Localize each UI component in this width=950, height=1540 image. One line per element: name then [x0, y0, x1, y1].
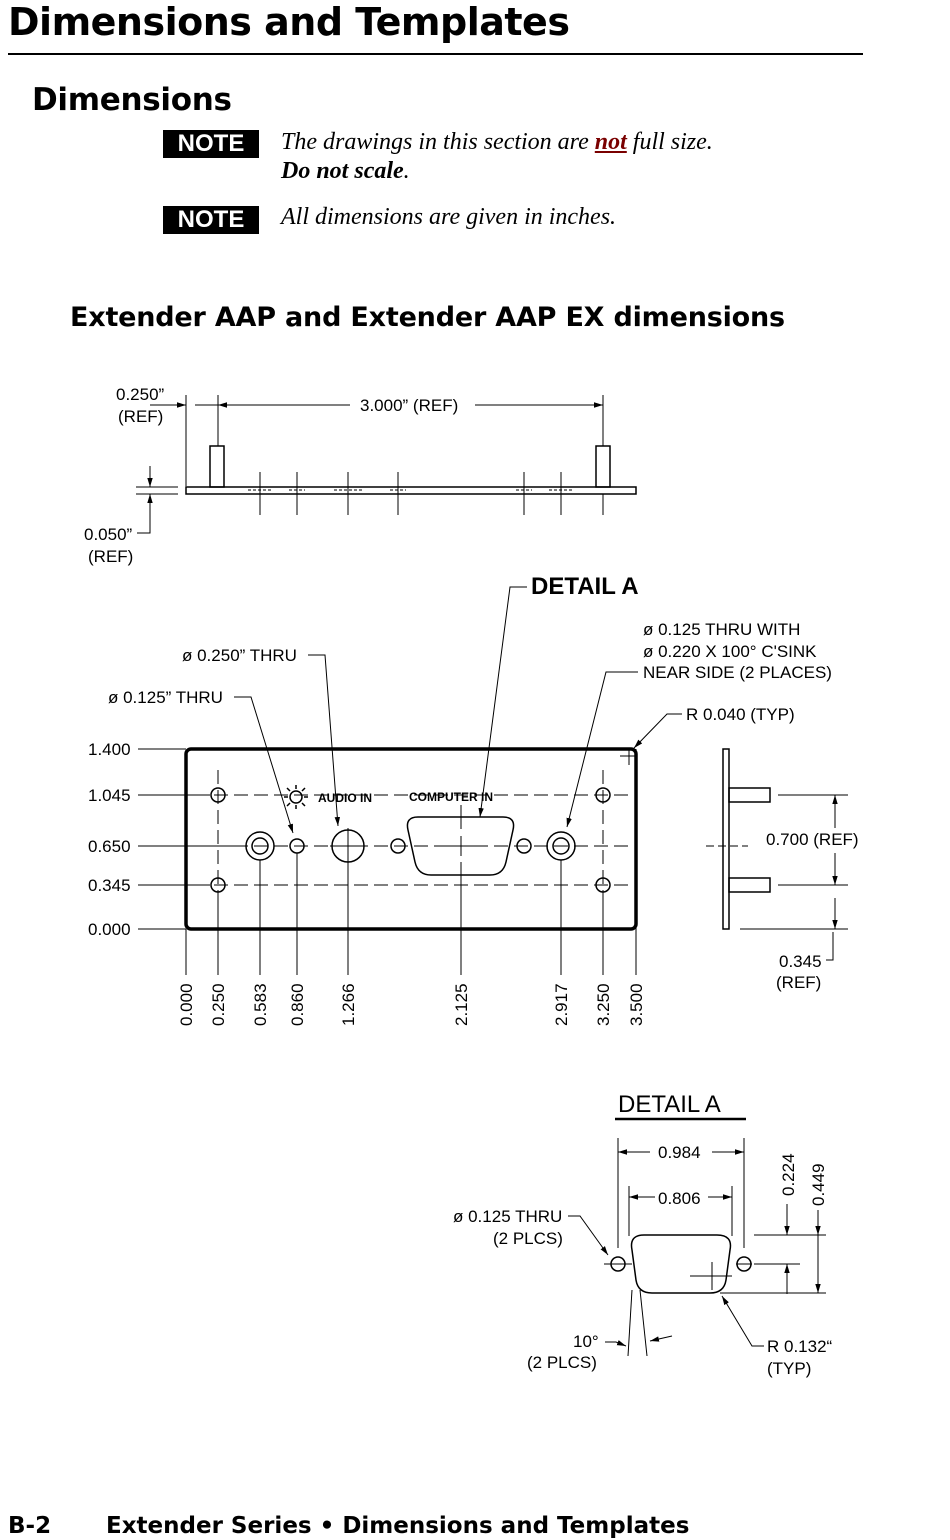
note-badge: NOTE: [163, 206, 259, 234]
x-dimension-label: 1.266: [339, 983, 358, 1026]
dim-label: (REF): [118, 407, 163, 426]
x-dimension-label: 3.500: [627, 983, 646, 1026]
dim-label: (REF): [776, 973, 821, 992]
edge-view: [706, 748, 848, 961]
dim-label: 0.345: [779, 952, 822, 971]
brightness-icon: [284, 785, 308, 809]
note-badge: NOTE: [163, 130, 259, 158]
detail-a-hole-label: ø 0.125 THRU: [453, 1207, 562, 1226]
x-dimension-label: 3.250: [594, 983, 613, 1026]
x-dimension-label: 0.250: [209, 983, 228, 1026]
detail-callout: DETAIL A: [531, 573, 639, 600]
x-dimension-labels: 0.000 0.250 0.583 0.860 1.266 2.125 2.917 3.250…: [177, 983, 646, 1026]
note-bold: Do not scale: [281, 158, 404, 184]
dim-label: 0.449: [809, 1163, 828, 1206]
y-dimension-label: 0.650: [88, 837, 131, 856]
front-panel: [184, 747, 638, 931]
y-dimension-label: 0.000: [88, 920, 131, 939]
y-dimension-label: 0.345: [88, 876, 131, 895]
callout-hole-250: ø 0.250” THRU: [182, 646, 297, 665]
callout-csink: NEAR SIDE (2 PLACES): [643, 663, 832, 682]
section-title: Dimensions: [32, 82, 232, 118]
side-view: [136, 395, 637, 534]
y-dimension-labels: 1.400 1.045 0.650 0.345 0.000: [88, 740, 131, 939]
detail-a-angle-label: 10°: [573, 1332, 599, 1351]
dim-label: 3.000” (REF): [360, 396, 458, 415]
detail-a-angle-label: (2 PLCS): [527, 1353, 597, 1372]
chapter-rule: [8, 53, 863, 55]
x-dimension-label: 0.583: [251, 983, 270, 1026]
note-emphasis: not: [594, 129, 627, 155]
dim-label: 0.984: [658, 1143, 701, 1162]
callout-csink: ø 0.220 X 100° C'SINK: [643, 642, 817, 661]
footer-page-number: B-2: [8, 1513, 52, 1539]
footer-running-title: Extender Series • Dimensions and Templat…: [106, 1513, 690, 1539]
note-text-part: full size.: [626, 129, 713, 155]
y-dimension-label: 1.045: [88, 786, 131, 805]
dim-label: 0.700 (REF): [766, 830, 859, 849]
panel-label-computer-in: COMPUTER IN: [409, 790, 493, 804]
chapter-title: Dimensions and Templates: [8, 0, 570, 44]
callout-csink: ø 0.125 THRU WITH: [643, 620, 800, 639]
note-text-part: .: [403, 158, 410, 184]
callout-corner-radius: R 0.040 (TYP): [686, 705, 795, 724]
detail-a-drawing: [568, 1138, 826, 1357]
detail-a-hole-label: (2 PLCS): [493, 1229, 563, 1248]
dim-label: 0.250”: [116, 385, 165, 404]
x-dimension-label: 2.917: [552, 983, 571, 1026]
x-dimension-label: 2.125: [452, 983, 471, 1026]
dim-label: (REF): [88, 547, 133, 566]
x-dimension-label: 0.860: [288, 983, 307, 1026]
x-dimension-label: 0.000: [177, 983, 196, 1026]
note-text-scale: The drawings in this section are not ful…: [281, 128, 713, 186]
detail-a-title: DETAIL A: [618, 1091, 721, 1118]
callout-hole-125: ø 0.125” THRU: [108, 688, 223, 707]
y-dimension-label: 1.400: [88, 740, 131, 759]
detail-a-radius-label: R 0.132“: [767, 1337, 833, 1356]
dim-label: 0.050”: [84, 525, 133, 544]
dim-label: 0.224: [779, 1153, 798, 1196]
dim-label: 0.806: [658, 1189, 701, 1208]
note-text-part: The drawings in this section are: [281, 129, 595, 155]
subsection-title: Extender AAP and Extender AAP EX dimensi…: [70, 302, 785, 333]
note-text-units: All dimensions are given in inches.: [281, 204, 617, 230]
panel-label-audio-in: AUDIO IN: [318, 791, 372, 805]
detail-a-radius-label: (TYP): [767, 1359, 811, 1378]
